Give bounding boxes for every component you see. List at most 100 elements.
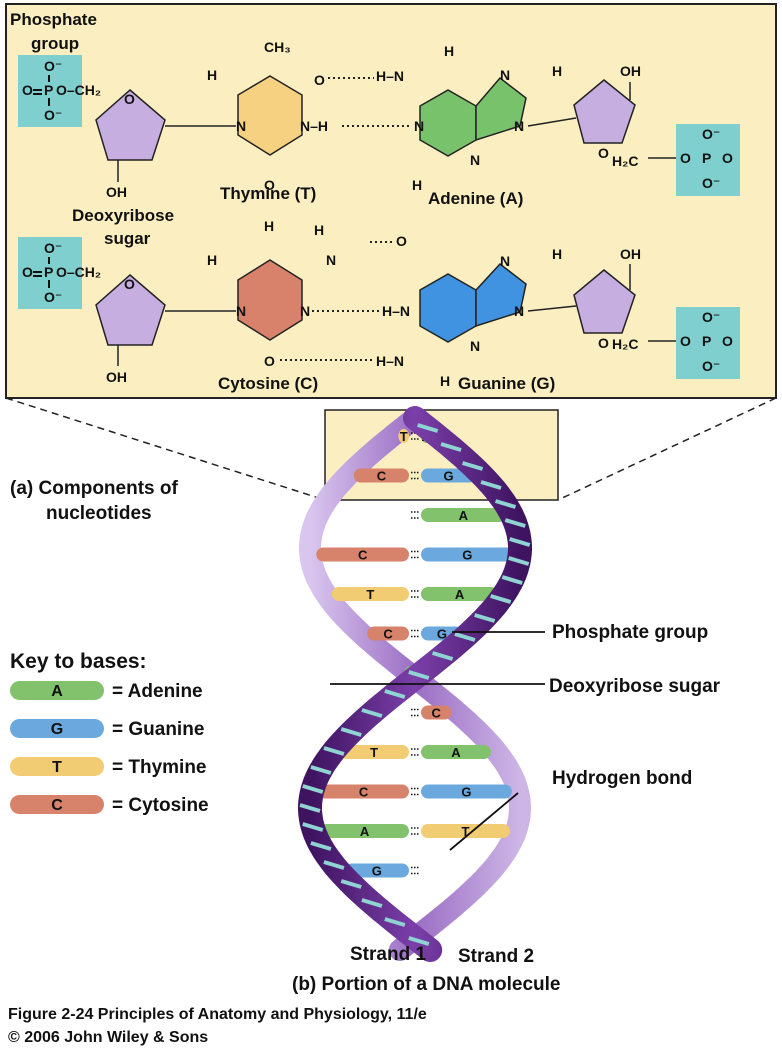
- strand-2-label: Strand 2: [458, 946, 534, 967]
- base-letter: G: [372, 864, 382, 879]
- key-name: = Thymine: [112, 757, 207, 778]
- base-letter: T: [370, 745, 378, 760]
- base-letter: T: [462, 824, 470, 839]
- base-letter: A: [451, 745, 461, 760]
- svg-text:N: N: [514, 118, 524, 134]
- phosphate-stripe: [299, 803, 321, 813]
- key-name: = Adenine: [112, 681, 203, 702]
- phosphate-stripe: [408, 936, 430, 946]
- svg-text:O⁻: O⁻: [702, 358, 720, 374]
- zoom-line-left: [5, 397, 326, 501]
- base-c-left: [318, 784, 409, 799]
- key-item: G = Guanine: [10, 719, 204, 740]
- svg-text:P: P: [44, 264, 53, 280]
- phosphate-stripe: [323, 746, 345, 756]
- svg-text:O⁻: O⁻: [702, 175, 720, 191]
- deoxyribose-sugar-callout: Deoxyribose sugar: [549, 676, 721, 697]
- phosphate-stripe: [508, 556, 530, 566]
- sugar-oh-1: OH: [106, 184, 127, 200]
- svg-text:O⁻: O⁻: [702, 126, 720, 142]
- svg-text:H: H: [412, 177, 422, 193]
- phosphate-stripe: [501, 575, 523, 585]
- phosphate-box-2: O⁻ P O O⁻: [18, 237, 82, 309]
- base-t-left: [339, 745, 409, 759]
- svg-text:P: P: [44, 82, 53, 98]
- svg-text:N: N: [414, 118, 424, 134]
- phosphate-group-label-1: Phosphate: [10, 10, 97, 29]
- base-g-left: [344, 863, 409, 878]
- svg-text:O: O: [314, 72, 325, 88]
- h2c-label-1: H₂C: [612, 153, 638, 169]
- svg-text:N: N: [470, 338, 480, 354]
- phosphate-stripe: [340, 727, 362, 737]
- phosphate-stripe: [461, 461, 484, 471]
- svg-text:H: H: [264, 218, 274, 234]
- svg-text:O: O: [22, 82, 33, 98]
- svg-text:H: H: [552, 63, 562, 79]
- key-letter: G: [51, 721, 63, 738]
- svg-text:H–N: H–N: [376, 353, 404, 369]
- base-a-left: [320, 824, 409, 838]
- key-name: = Guanine: [112, 719, 204, 740]
- phosphate-stripe: [432, 651, 454, 661]
- key-swatch-t: [10, 757, 104, 776]
- base-letter: C: [358, 548, 368, 563]
- base-a-right: [421, 745, 491, 759]
- phosphate-stripe: [340, 879, 362, 889]
- phosphate-box-1: O⁻ P O O⁻: [18, 55, 82, 127]
- svg-text:O⁻: O⁻: [44, 289, 62, 305]
- base-letter: C: [432, 706, 442, 721]
- guanine-molecule: O H–N H–N H N N N H: [376, 233, 562, 389]
- sugar-o-4: O: [598, 335, 609, 351]
- phosphate-stripe: [454, 632, 476, 642]
- guanine-label: Guanine (G): [458, 374, 555, 393]
- cytosine-molecule: H H H N N N O: [207, 218, 336, 369]
- svg-text:H: H: [440, 373, 450, 389]
- base-letter: A: [459, 508, 469, 523]
- key-item: A= Adenine: [10, 681, 203, 702]
- phosphate-stripe: [302, 822, 324, 832]
- base-letter: C: [359, 785, 369, 800]
- svg-text:N: N: [326, 252, 336, 268]
- phosphate-group-callout: Phosphate group: [552, 622, 708, 643]
- svg-text:O: O: [722, 333, 733, 349]
- key-item: T= Thymine: [10, 757, 207, 778]
- base-g-right: [421, 547, 514, 562]
- svg-text:H–N: H–N: [376, 68, 404, 84]
- sugar-o-2: O: [124, 276, 135, 292]
- base-letter: G: [462, 548, 472, 563]
- key-swatch-g: [10, 719, 104, 738]
- deoxyribose-label-1: Deoxyribose: [72, 206, 174, 225]
- svg-text:O: O: [680, 333, 691, 349]
- phosphate-box-3: O⁻ P O O O⁻: [676, 124, 740, 196]
- svg-text:H: H: [314, 222, 324, 238]
- sugar-pentagon-3: [573, 79, 636, 144]
- phosphate-box-4: O⁻ P O O O⁻: [676, 307, 740, 379]
- phosphate-stripe: [384, 917, 406, 927]
- base-pair: G: [344, 863, 419, 879]
- svg-text:N: N: [514, 303, 524, 319]
- key-letter: C: [51, 797, 63, 814]
- phosphate-stripe: [480, 480, 502, 490]
- base-letter: A: [360, 824, 370, 839]
- svg-text:O: O: [722, 150, 733, 166]
- base-t-left: [398, 429, 409, 443]
- base-t-right: [421, 824, 510, 838]
- base-pair: C: [411, 705, 452, 721]
- phosphate-stripe: [474, 613, 496, 623]
- svg-text:O: O: [22, 264, 33, 280]
- phosphate-stripe: [384, 689, 406, 699]
- svg-text:CH₃: CH₃: [264, 39, 291, 55]
- phosphate-stripe: [490, 594, 512, 604]
- svg-text:N: N: [300, 303, 310, 319]
- svg-text:O⁻: O⁻: [44, 240, 62, 256]
- strand-1-label: Strand 1: [350, 944, 426, 965]
- base-pair: A: [411, 508, 506, 523]
- base-t-left: [331, 587, 409, 601]
- base-a-right: [421, 508, 506, 522]
- phosphate-stripe: [302, 784, 324, 794]
